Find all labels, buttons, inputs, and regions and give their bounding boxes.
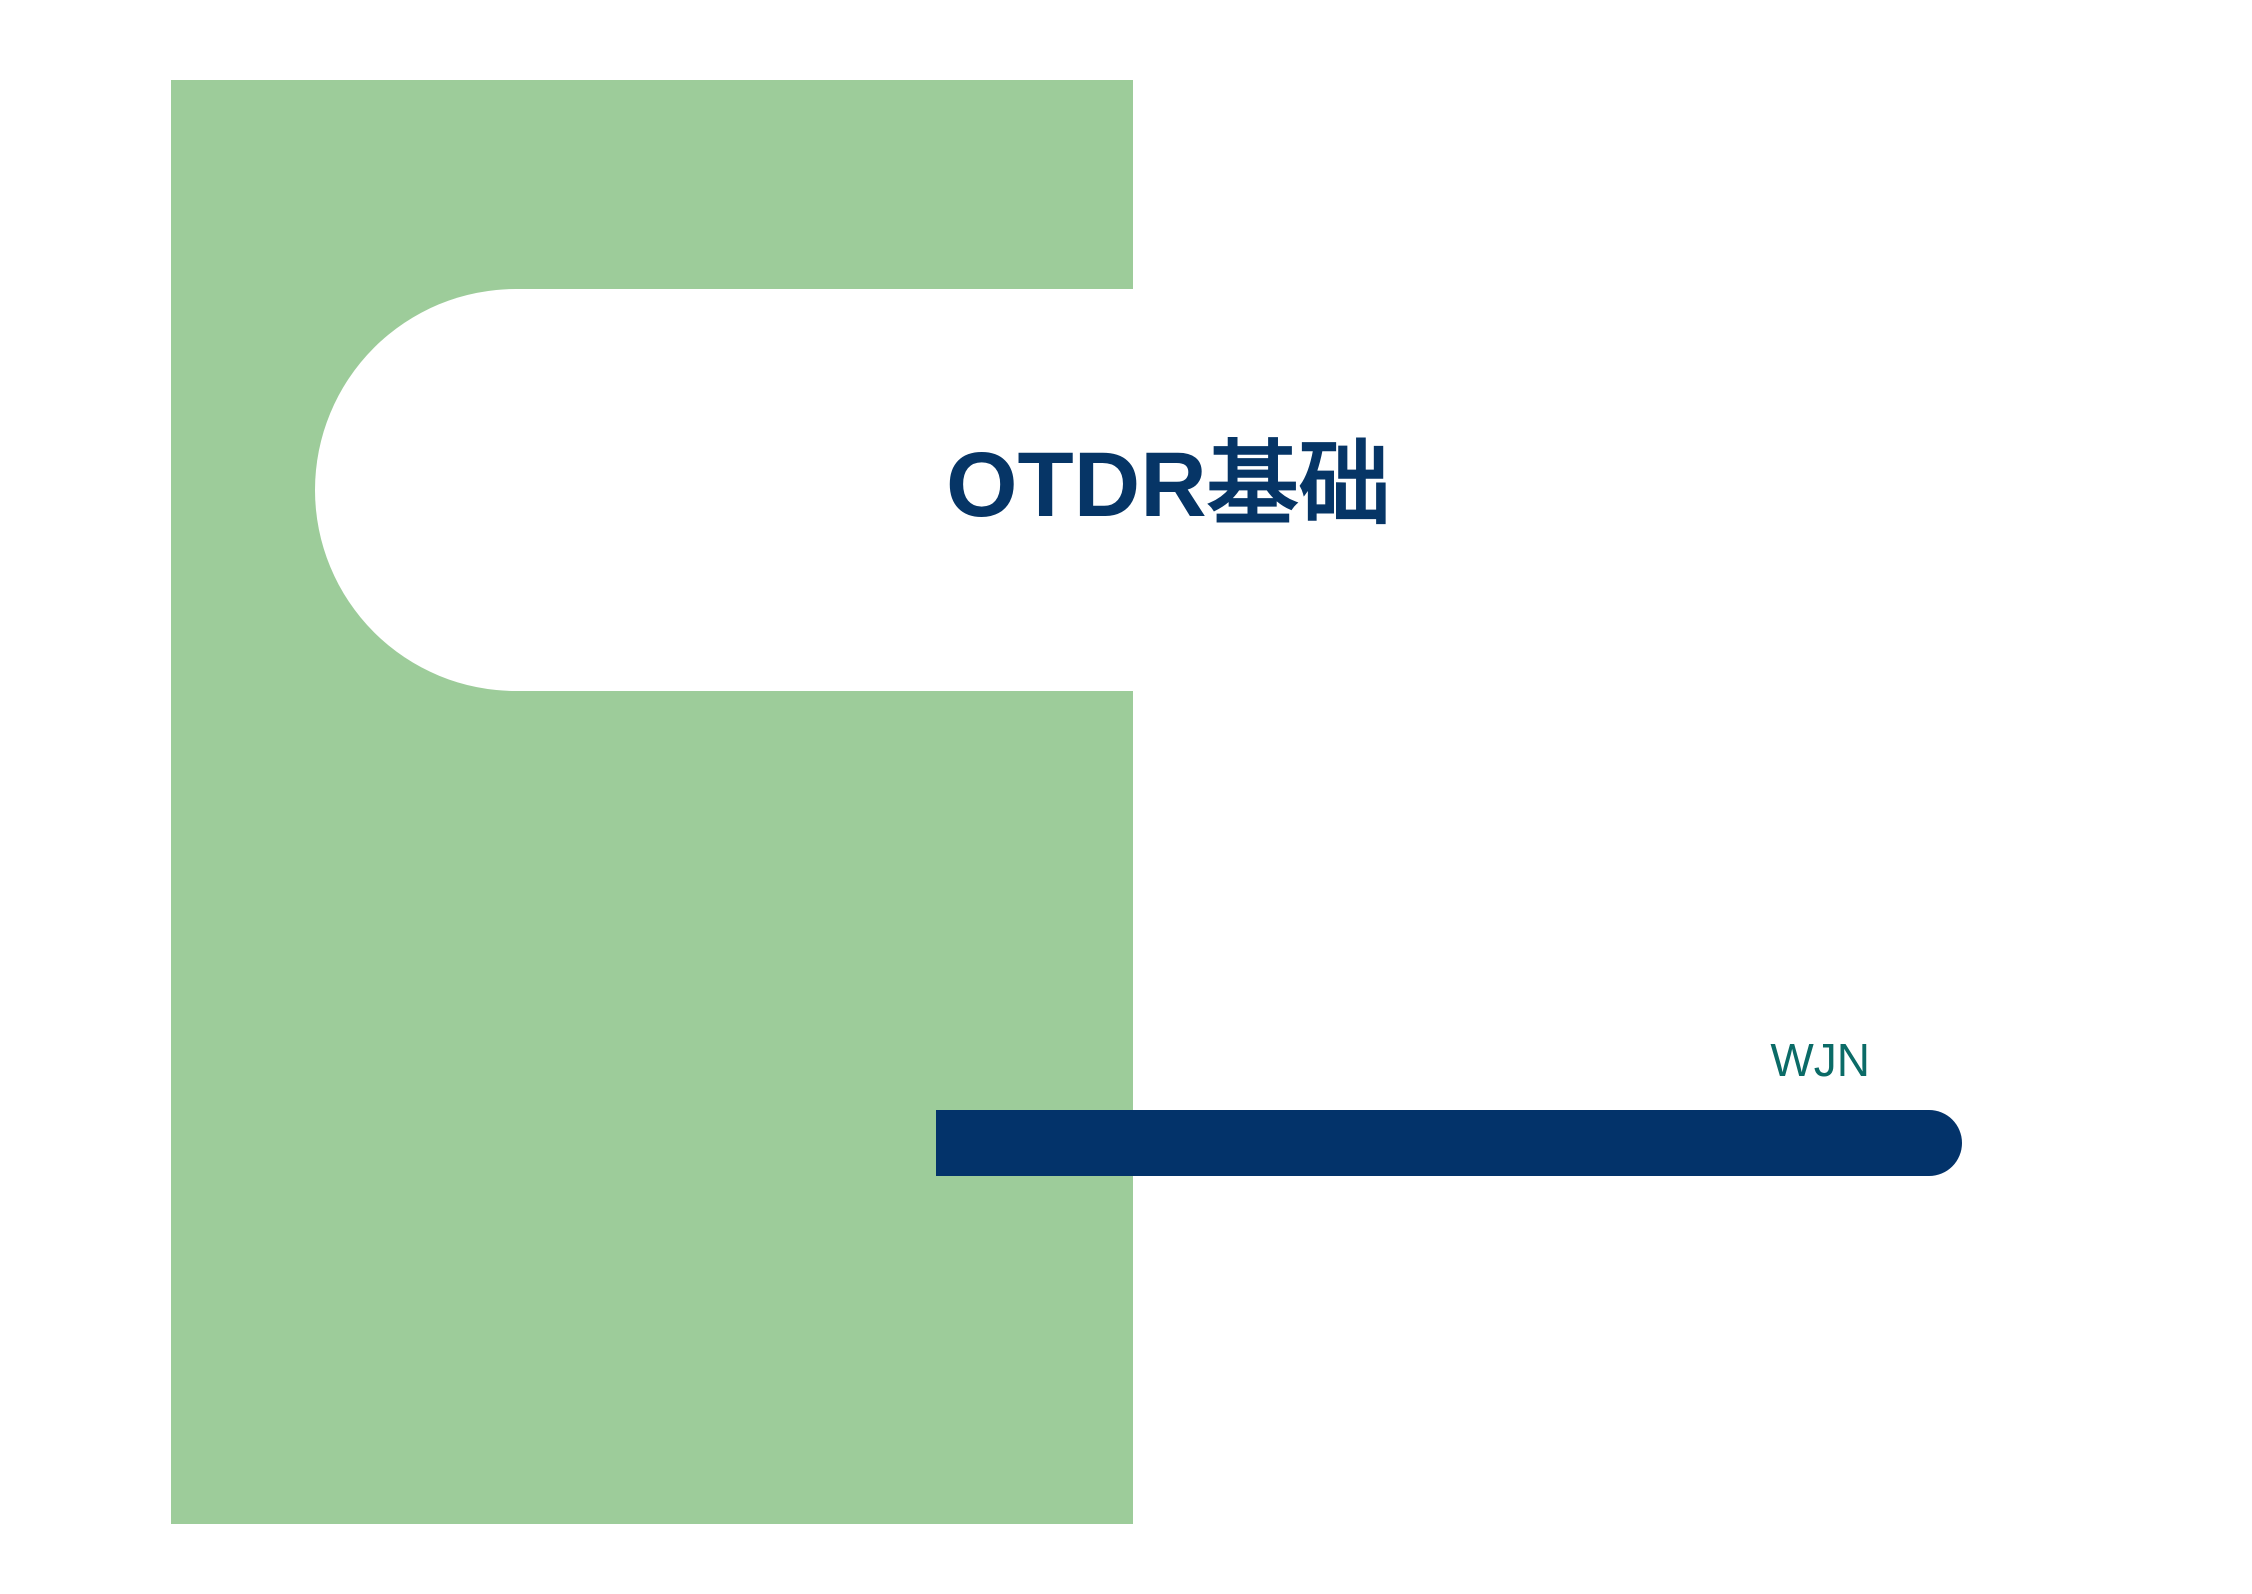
slide-subtitle: WJN: [1770, 1034, 1870, 1086]
blue-accent-bar: [936, 1110, 1962, 1176]
white-title-tab: [315, 289, 1135, 691]
slide-title: OTDR基础: [946, 434, 1391, 536]
